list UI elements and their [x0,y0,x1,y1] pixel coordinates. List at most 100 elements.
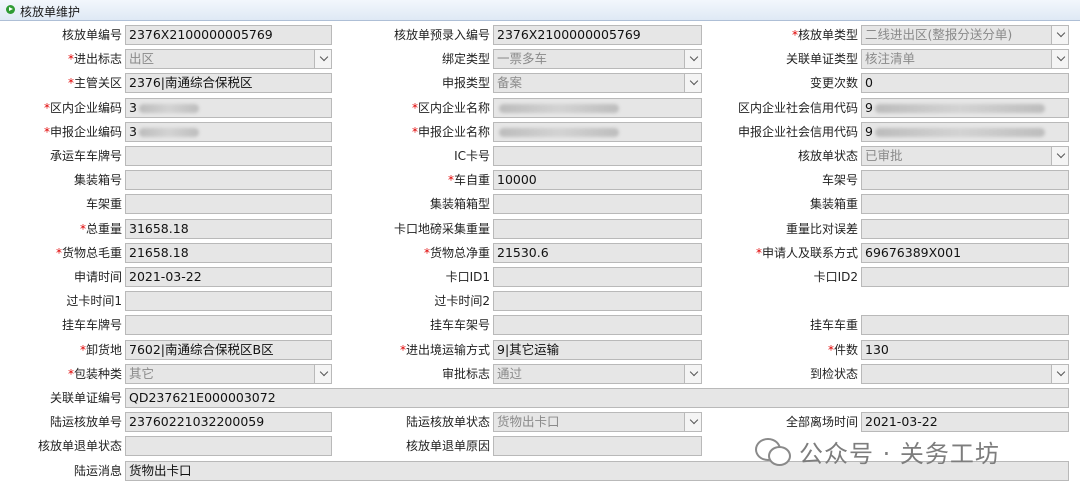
field-value: 备案 [497,75,523,90]
chevron-down-icon[interactable] [1056,149,1066,159]
field-label-text: 卡口地磅采集重量 [393,222,490,236]
text-field[interactable]: 3 [125,98,332,118]
text-field[interactable] [861,194,1069,214]
field-label: 绑定类型 [340,49,490,69]
text-field[interactable] [125,315,332,335]
text-field[interactable] [493,146,702,166]
required-asterisk: * [755,246,762,260]
field-label-text: 申报企业社会信用代码 [737,125,858,139]
select-field[interactable]: 货物出卡口 [493,412,702,432]
text-field[interactable] [125,436,332,456]
field-label-text: 变更次数 [809,76,858,90]
text-field[interactable]: 21530.6 [493,243,702,263]
chevron-down-icon[interactable] [319,367,329,377]
field-label: *进出标志 [0,49,122,69]
select-field[interactable]: 出区 [125,49,332,69]
required-asterisk: * [791,28,798,42]
field-label: *卸货地 [0,340,122,360]
text-field[interactable] [493,291,702,311]
text-field[interactable] [493,194,702,214]
required-asterisk: * [447,173,454,187]
page-title: 核放单维护 [20,5,81,19]
field-label-text: 绑定类型 [441,52,490,66]
select-field[interactable] [861,364,1069,384]
chevron-down-icon[interactable] [1056,367,1066,377]
field-value: 货物出卡口 [129,463,192,478]
text-field[interactable] [125,291,332,311]
text-field[interactable] [125,194,332,214]
chevron-down-icon[interactable] [689,52,699,62]
chevron-down-icon[interactable] [689,367,699,377]
field-value: 7602|南通综合保税区B区 [129,342,274,357]
field-label-text: 审批标志 [441,367,490,381]
chevron-down-icon[interactable] [1056,52,1066,62]
text-field[interactable] [861,219,1069,239]
field-label-text: 进出标志 [73,52,122,66]
field-label: *车自重 [340,170,490,190]
text-field[interactable]: 21658.18 [125,243,332,263]
text-field[interactable]: 9 [861,122,1069,142]
redaction-blur [499,128,619,137]
text-field[interactable]: QD237621E000003072 [125,388,1069,408]
field-label-text: 关联单证类型 [785,52,858,66]
text-field[interactable] [861,170,1069,190]
text-field[interactable] [493,122,702,142]
text-field[interactable]: 货物出卡口 [125,461,1069,481]
watermark: 公众号 · 关务工坊 [755,433,1000,469]
select-field[interactable]: 核注清单 [861,49,1069,69]
select-field[interactable]: 其它 [125,364,332,384]
text-field[interactable] [493,267,702,287]
select-field[interactable]: 二线进出区(整报分送分单) [861,25,1069,45]
select-field[interactable]: 一票多车 [493,49,702,69]
text-field[interactable]: 9|其它运输 [493,340,702,360]
text-field[interactable] [493,315,702,335]
chevron-down-icon[interactable] [689,415,699,425]
field-label: 过卡时间2 [340,291,490,311]
text-field[interactable] [493,98,702,118]
required-asterisk: * [79,222,86,236]
field-label-text: 核放单类型 [797,28,858,42]
field-label-text: 申请时间 [73,270,122,284]
text-field[interactable]: 7602|南通综合保税区B区 [125,340,332,360]
select-field[interactable]: 通过 [493,364,702,384]
chevron-down-icon[interactable] [689,76,699,86]
select-field[interactable]: 备案 [493,73,702,93]
field-label-text: 核放单退单状态 [37,439,122,453]
required-asterisk: * [423,246,430,260]
text-field[interactable] [861,315,1069,335]
text-field[interactable]: 31658.18 [125,219,332,239]
text-field[interactable] [125,146,332,166]
text-field[interactable]: 2376X2100000005769 [493,25,702,45]
text-field[interactable] [125,170,332,190]
field-label: IC卡号 [340,146,490,166]
text-field[interactable] [493,436,702,456]
field-label: 卡口ID2 [708,267,858,287]
field-value: 出区 [129,51,155,66]
field-label-text: 核放单退单原因 [405,439,490,453]
chevron-down-icon[interactable] [1056,28,1066,38]
text-field[interactable] [493,219,702,239]
field-label: 变更次数 [708,73,858,93]
text-field[interactable]: 3 [125,122,332,142]
field-value: 2376X2100000005769 [129,27,273,42]
required-asterisk: * [43,125,50,139]
field-label-text: 集装箱箱型 [429,197,490,211]
text-field[interactable]: 130 [861,340,1069,360]
text-field[interactable]: 0 [861,73,1069,93]
text-field[interactable]: 2376|南通综合保税区 [125,73,332,93]
text-field[interactable]: 2021-03-22 [125,267,332,287]
text-field[interactable]: 69676389X001 [861,243,1069,263]
field-label-text: 承运车车牌号 [49,149,122,163]
text-field[interactable]: 10000 [493,170,702,190]
text-field[interactable]: 23760221032200059 [125,412,332,432]
field-label-text: 区内企业编码 [49,101,122,115]
select-field[interactable]: 已审批 [861,146,1069,166]
field-value: 2021-03-22 [129,269,202,284]
field-label-text: 总重量 [85,222,122,236]
text-field[interactable]: 2376X2100000005769 [125,25,332,45]
text-field[interactable]: 9 [861,98,1069,118]
chevron-down-icon[interactable] [319,52,329,62]
field-label: 申报类型 [340,73,490,93]
text-field[interactable]: 2021-03-22 [861,412,1069,432]
text-field[interactable] [861,267,1069,287]
